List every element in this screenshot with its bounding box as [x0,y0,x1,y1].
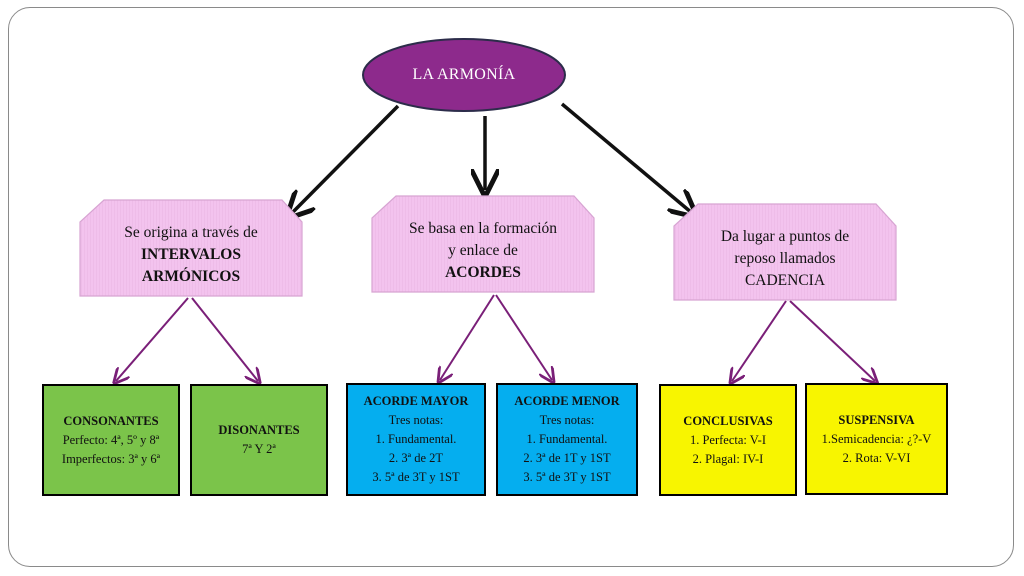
branch-acordes-line-2: y enlace de [448,242,518,259]
branch-cadencia-shape [673,203,897,301]
branch-acordes-line-1: Se basa en la formación [408,220,558,237]
suspensiva-line-2: 2. Rota: V-VI [842,450,911,465]
branch-intervalos-line-2: INTERVALOS [141,246,241,263]
arrow-to-conclusivas [732,300,787,381]
arrow-to-disonantes [191,297,258,381]
arrow-root-to-intervalos [291,104,400,214]
branch-acordes-shape [371,195,595,293]
conclusivas-title: CONCLUSIVAS [683,413,773,428]
arrow-root-to-cadencia [560,102,692,213]
branch-intervalos-shape [79,199,303,297]
branch-cadencia: Da lugar a puntos de reposo llamados CAD… [678,222,892,296]
root-label: LA ARMONÍA [412,66,516,83]
suspensiva-line-1: 1.Semicadencia: ¿?-V [821,431,932,446]
acorde-menor-title: ACORDE MENOR [514,394,620,408]
arrow-to-acorde-mayor [440,294,495,380]
conclusivas-line-2: 2. Plagal: IV-I [692,451,764,466]
acorde-menor-line-4: 3. 5ª de 3T y 1ST [523,470,611,484]
consonantes-line-2: Imperfectos: 3ª y 6ª [61,451,161,466]
acorde-mayor-title: ACORDE MAYOR [363,394,469,408]
root-node-shape [362,38,566,112]
leaf-consonantes: CONSONANTES Perfecto: 4ª, 5º y 8ª Imperf… [42,384,180,496]
branch-cadencia-line-2: reposo llamados [734,250,836,267]
leaf-conclusivas: CONCLUSIVAS 1. Perfecta: V-I 2. Plagal: … [659,384,797,496]
disonantes-line-1: 7ª Y 2ª [242,442,276,456]
branch-acordes-line-3: ACORDES [445,264,521,281]
root-node: LA ARMONÍA [362,40,566,110]
branch-cadencia-line-1: Da lugar a puntos de [720,228,850,245]
acorde-mayor-line-3: 2. 3ª de 2T [388,451,444,465]
suspensiva-title: SUSPENSIVA [838,412,915,427]
consonantes-line-1: Perfecto: 4ª, 5º y 8ª [62,432,160,447]
branch-intervalos-line-3: ARMÓNICOS [141,268,241,285]
acorde-menor-line-2: 1. Fundamental. [526,432,608,446]
arrow-to-consonantes [116,297,189,381]
acorde-menor-line-3: 2. 3ª de 1T y 1ST [523,451,611,465]
acorde-mayor-line-1: Tres notas: [388,413,444,427]
acorde-mayor-line-2: 1. Fundamental. [375,432,457,446]
branch-intervalos-line-1: Se origina a través de [124,224,258,241]
acorde-menor-line-1: Tres notas: [539,413,595,427]
arrow-to-suspensiva [789,300,875,381]
leaf-acorde-menor: ACORDE MENOR Tres notas: 1. Fundamental.… [496,383,638,496]
branch-acordes: Se basa en la formación y enlace de ACOR… [376,214,590,288]
consonantes-title: CONSONANTES [63,413,159,428]
acorde-mayor-line-4: 3. 5ª de 3T y 1ST [372,470,460,484]
branch-cadencia-line-3: CADENCIA [744,272,826,289]
branch-intervalos: Se origina a través de INTERVALOS ARMÓNI… [84,218,298,292]
leaf-acorde-mayor: ACORDE MAYOR Tres notas: 1. Fundamental.… [346,383,486,496]
arrow-to-acorde-menor [495,294,552,380]
disonantes-title: DISONANTES [218,423,300,437]
leaf-suspensiva: SUSPENSIVA 1.Semicadencia: ¿?-V 2. Rota:… [805,383,948,495]
leaf-disonantes: DISONANTES 7ª Y 2ª [190,384,328,496]
conclusivas-line-1: 1. Perfecta: V-I [689,432,767,447]
